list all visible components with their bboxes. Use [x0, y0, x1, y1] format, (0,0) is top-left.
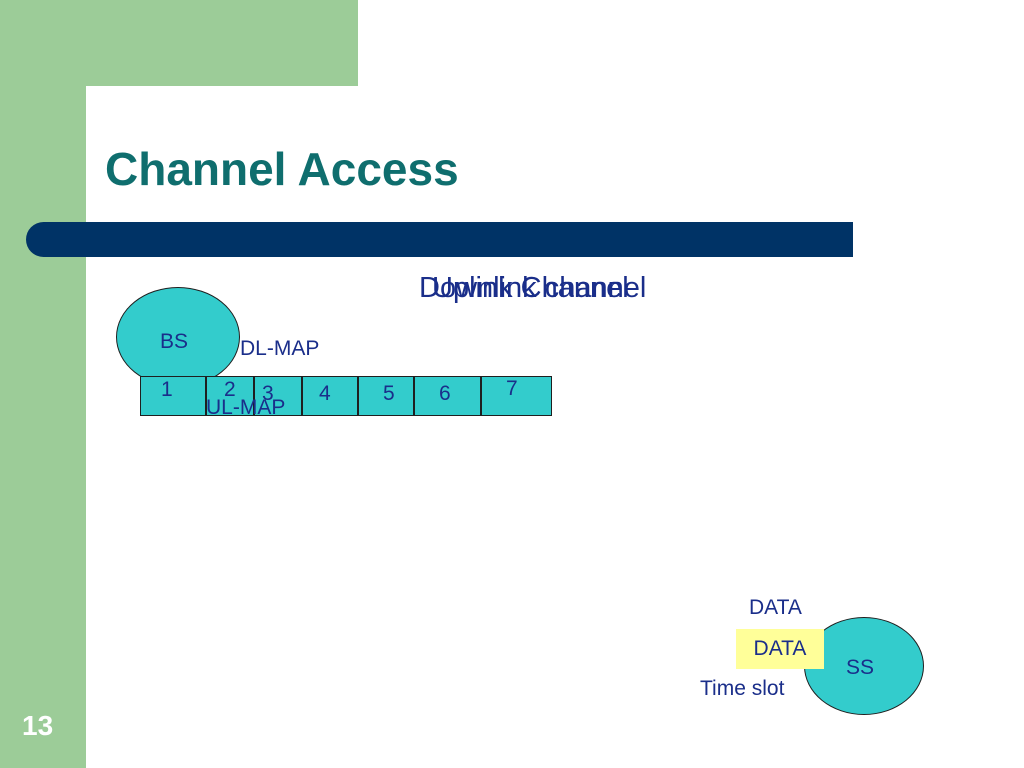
slot-number: 1 — [161, 378, 173, 401]
slide-number: 13 — [22, 710, 54, 741]
slot-divider — [253, 377, 255, 415]
uplink-channel-label: Uplink Channel — [432, 272, 629, 304]
slot-number: 5 — [383, 382, 395, 405]
dl-map-label: DL-MAP — [240, 337, 320, 360]
slot-number: 2 — [224, 378, 236, 401]
slot-number: 6 — [439, 382, 451, 405]
slot-divider — [480, 377, 482, 415]
ss-node — [804, 617, 924, 715]
slot-number: 3 — [262, 382, 274, 405]
slot-divider — [205, 377, 207, 415]
slide-title: Channel Access — [105, 143, 459, 195]
downlink-channel-label: Downlink channel — [419, 272, 647, 304]
slot-divider — [357, 377, 359, 415]
ss-label: SS — [846, 656, 875, 679]
data-label: DATA — [749, 596, 802, 619]
title-underline-bar — [26, 222, 853, 257]
bs-label: BS — [160, 330, 189, 353]
ul-map-label: UL-MAP — [206, 396, 286, 419]
frame-slots: 1 2 3 4 5 6 7 — [140, 376, 552, 416]
slot-divider — [413, 377, 415, 415]
time-slot-label: Time slot — [700, 677, 785, 700]
bs-node — [116, 287, 240, 387]
background-green-left — [0, 0, 86, 768]
slot-number: 7 — [506, 377, 518, 400]
slot-divider — [301, 377, 303, 415]
data-box: DATA — [736, 629, 824, 669]
slot-number: 4 — [319, 382, 331, 405]
background-green-top — [0, 0, 358, 86]
